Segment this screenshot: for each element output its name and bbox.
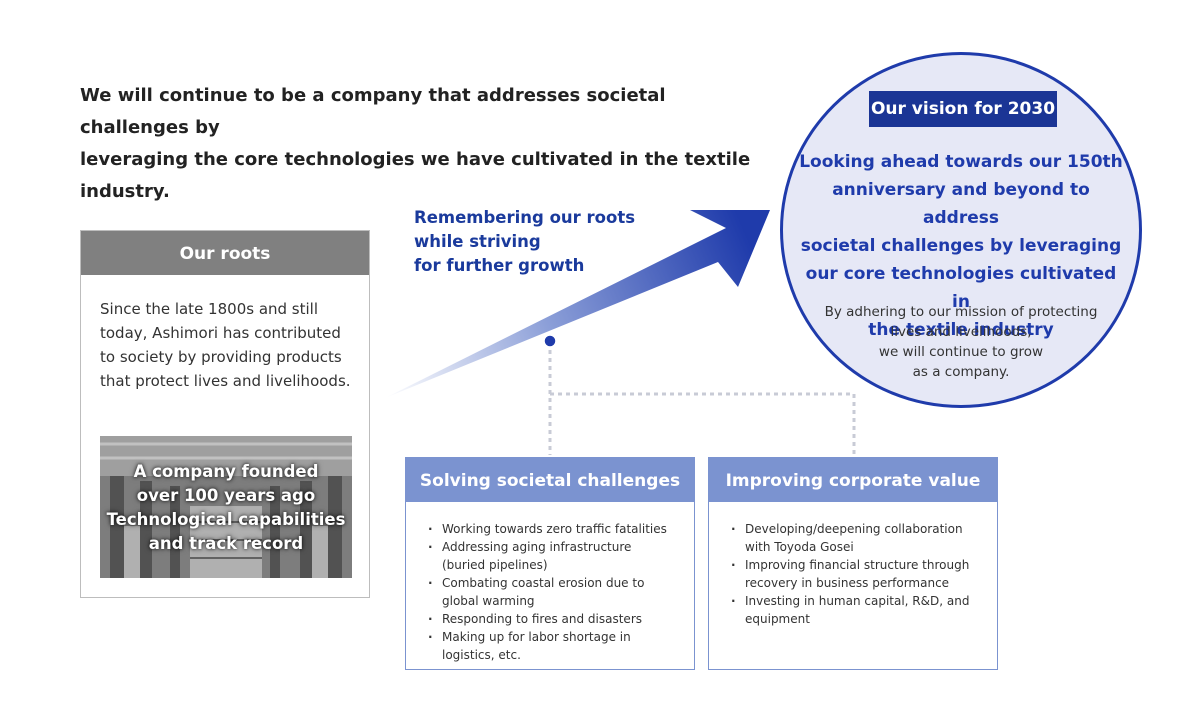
societal-challenges-box: Solving societal challenges Working towa… xyxy=(405,457,695,670)
vision-title-line-2: anniversary and beyond to address xyxy=(832,180,1090,228)
headline-line-1: We will continue to be a company that ad… xyxy=(80,85,666,138)
list-item: Making up for labor shortage in logistic… xyxy=(428,628,678,664)
photo-caption-line-4: and track record xyxy=(148,534,304,553)
corporate-value-list: Developing/deepening collaboration with … xyxy=(709,502,997,628)
roots-text: Since the late 1800s and still today, As… xyxy=(100,300,351,390)
vision-title-line-1: Looking ahead towards our 150th xyxy=(799,152,1123,172)
vision-desc-line-3: we will continue to grow xyxy=(878,344,1044,360)
list-item: Combating coastal erosion due to global … xyxy=(428,574,678,610)
arrow-label-line-2: while striving xyxy=(414,232,541,251)
headline-line-2: leveraging the core technologies we have… xyxy=(80,149,751,202)
vision-badge: Our vision for 2030 xyxy=(869,91,1057,127)
photo-caption: A company founded over 100 years ago Tec… xyxy=(100,460,352,556)
vision-title-line-3: societal challenges by leveraging xyxy=(800,236,1122,256)
vision-desc-line-1: By adhering to our mission of protecting xyxy=(824,304,1098,320)
factory-photo: A company founded over 100 years ago Tec… xyxy=(100,436,352,578)
roots-title: Our roots xyxy=(81,231,369,275)
arrow-label: Remembering our roots while striving for… xyxy=(414,206,635,278)
vision-description: By adhering to our mission of protecting… xyxy=(813,302,1109,382)
vision-title-line-5: the textile industry xyxy=(868,320,1054,340)
vision-desc-line-2: lives and livelihoods, xyxy=(890,324,1032,340)
societal-challenges-list: Working towards zero traffic fatalities … xyxy=(406,502,694,664)
list-item: Investing in human capital, R&D, and equ… xyxy=(731,592,981,628)
vision-title-line-4: our core technologies cultivated in xyxy=(805,264,1117,312)
factory-photo-image xyxy=(100,436,352,578)
vision-title: Looking ahead towards our 150th annivers… xyxy=(797,148,1125,344)
dotted-connector xyxy=(548,350,856,455)
headline: We will continue to be a company that ad… xyxy=(80,80,780,208)
list-item: Responding to fires and disasters xyxy=(428,610,678,628)
roots-box: Our roots Since the late 1800s and still… xyxy=(80,230,370,598)
vision-desc-line-4: as a company. xyxy=(912,364,1010,380)
list-item: Developing/deepening collaboration with … xyxy=(731,520,981,556)
societal-challenges-title: Solving societal challenges xyxy=(406,458,694,502)
photo-caption-line-1: A company founded xyxy=(133,462,319,481)
list-item: Addressing aging infrastructure (buried … xyxy=(428,538,678,574)
corporate-value-box: Improving corporate value Developing/dee… xyxy=(708,457,998,670)
corporate-value-title: Improving corporate value xyxy=(709,458,997,502)
vision-circle: Our vision for 2030 Looking ahead toward… xyxy=(780,52,1142,408)
branch-dot xyxy=(542,333,558,349)
photo-caption-line-2: over 100 years ago xyxy=(136,486,316,505)
arrow-label-line-1: Remembering our roots xyxy=(414,208,636,227)
list-item: Working towards zero traffic fatalities xyxy=(428,520,678,538)
growth-arrow xyxy=(385,210,770,398)
arrow-label-line-3: for further growth xyxy=(414,256,585,275)
photo-caption-line-3: Technological capabilities xyxy=(106,510,346,529)
list-item: Improving financial structure through re… xyxy=(731,556,981,592)
